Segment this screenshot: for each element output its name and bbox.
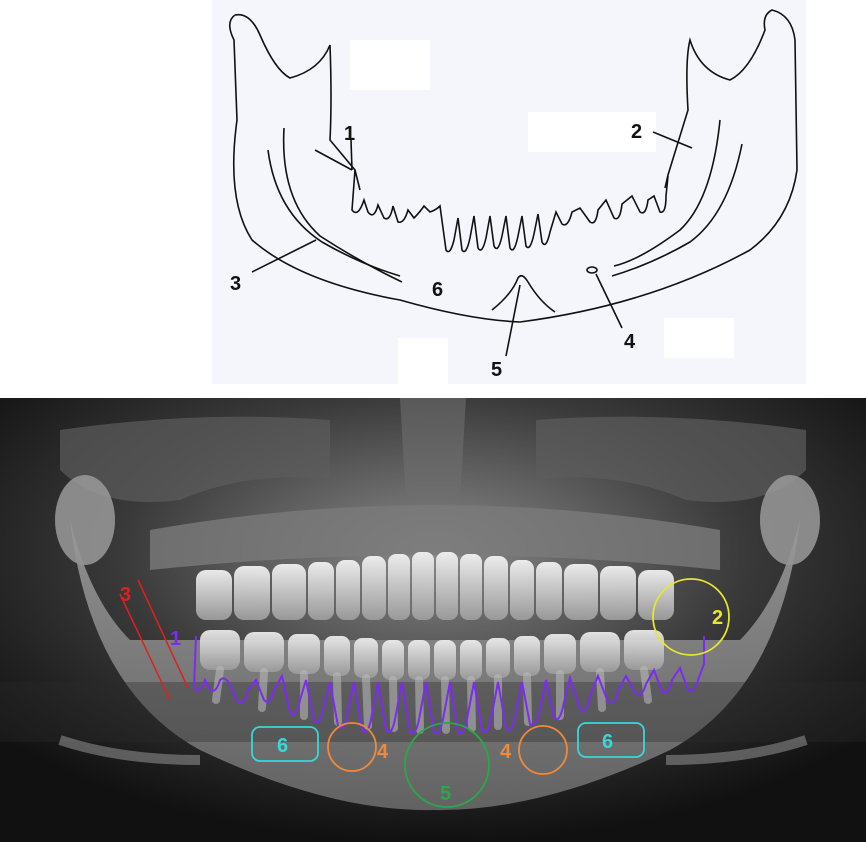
diagram-label-2: 2 [631, 121, 642, 143]
xray-label-3: 3 [120, 584, 131, 606]
leader-line-4 [596, 274, 622, 328]
diagram-label-6: 6 [432, 279, 443, 301]
leader-line-2 [653, 132, 692, 148]
mandible-outline-drawing: 1 2 3 4 5 6 [212, 0, 806, 384]
left-canal-line-outer [284, 128, 402, 282]
mandible-diagram: 1 2 3 4 5 6 [212, 0, 806, 384]
panoramic-xray: 1 2 3 4 4 5 6 6 [0, 398, 866, 842]
xray-label-6-right: 6 [602, 731, 613, 753]
xray-label-4-right: 4 [500, 741, 512, 763]
blank-patch [350, 40, 430, 90]
blank-patch [398, 338, 448, 384]
xray-label-4-left: 4 [377, 741, 389, 763]
xray-label-1: 1 [170, 628, 181, 650]
left-canal-line-inner [268, 150, 400, 276]
xray-label-6-left: 6 [277, 735, 288, 757]
diagram-label-4: 4 [624, 331, 636, 353]
genial-tubercle [492, 276, 555, 312]
leader-line-3 [252, 240, 316, 272]
diagram-label-5: 5 [491, 359, 502, 381]
diagram-label-1: 1 [344, 123, 355, 145]
right-canal-line-inner [612, 144, 742, 276]
blank-patch [664, 318, 734, 358]
teeth-outline [352, 170, 668, 252]
mental-foramen [587, 267, 597, 273]
xray-image: 1 2 3 4 4 5 6 6 [0, 398, 866, 842]
diagram-label-3: 3 [230, 273, 241, 295]
xray-label-5: 5 [440, 783, 451, 805]
xray-label-2: 2 [712, 607, 723, 629]
